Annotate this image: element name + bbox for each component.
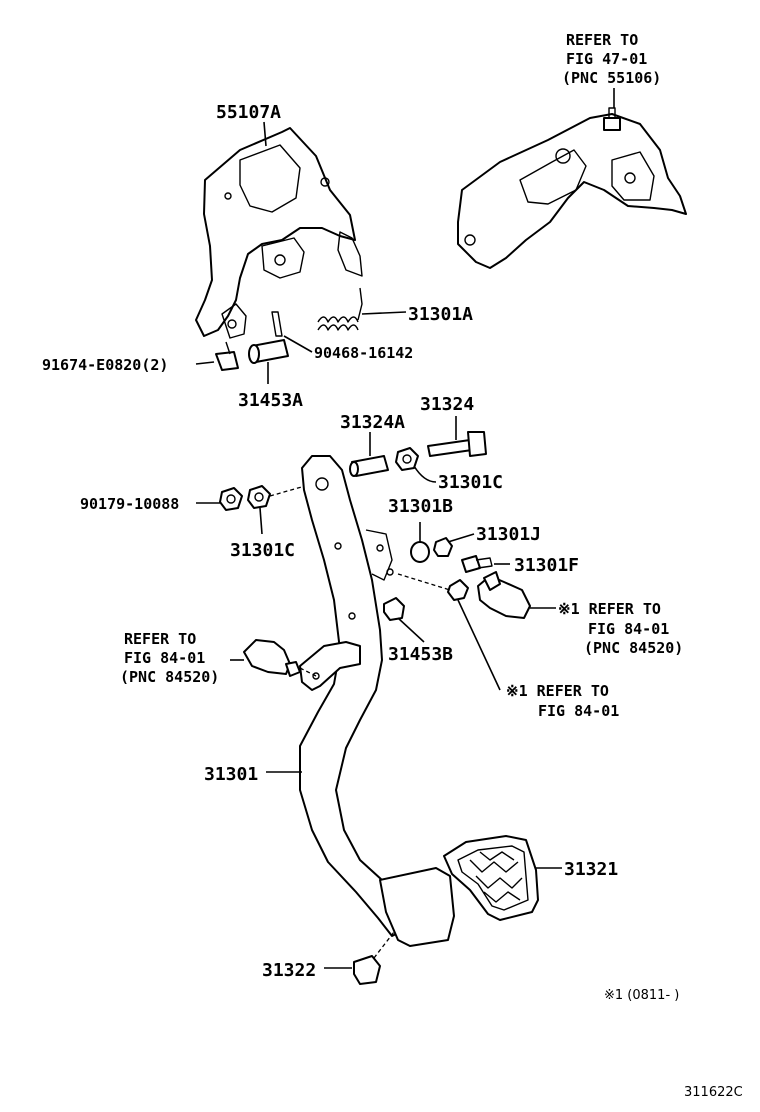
label-31301B: 31301B [388,496,453,517]
label-refer-top-line1: REFER TO [566,31,638,49]
label-refer-l-line1: REFER TO [124,630,196,648]
label-31324: 31324 [420,394,474,415]
label-55107A: 55107A [216,102,281,123]
label-refer-l-line3: (PNC 84520) [120,668,219,686]
label-refer-r2-line2: FIG 84-01 [538,702,619,720]
label-31301A: 31301A [408,304,473,325]
pedal-bracket-55107A [195,127,363,339]
label-refer-r1-line2: FIG 84-01 [588,620,669,638]
label-refer-r1-line1: ※1 REFER TO [558,600,661,618]
label-refer-r2-line1: ※1 REFER TO [506,682,609,700]
label-31301C-top: 31301C [438,472,503,493]
footnote: ※1 (0811- ) [604,988,679,1003]
label-90468: 90468-16142 [314,344,413,362]
bolt-91674 [195,341,239,371]
bushing-31453B [383,597,425,643]
label-31301J: 31301J [476,524,541,545]
label-31453B: 31453B [388,644,453,665]
label-refer-top-line3: (PNC 55106) [562,69,661,87]
label-31301C-left: 31301C [230,540,295,561]
figure-code: 311622C [684,1085,743,1100]
leader-55107A [263,121,267,147]
pedal-arm-31301 [266,455,455,947]
pedal-support-55106 [457,107,687,269]
label-91674: 91674-E0820(2) [42,356,168,374]
stop-lamp-switch-left [230,639,317,677]
collar-31324A [349,455,389,477]
pin-31453A [248,339,289,384]
nut-31301C-left [247,485,271,535]
label-refer-l-line2: FIG 84-01 [124,649,205,667]
label-31321: 31321 [564,859,618,880]
label-31322: 31322 [262,960,316,981]
nut-31301J [433,533,475,557]
return-spring-31301A [317,287,407,331]
label-refer-r1-line3: (PNC 84520) [584,639,683,657]
nut-90179 [196,487,243,511]
label-90179: 90179-10088 [80,495,179,513]
cushion-31301B [410,522,430,563]
clip-90468-16142 [271,311,313,353]
label-31301F: 31301F [514,555,579,576]
label-31453A: 31453A [238,390,303,411]
label-31324A: 31324A [340,412,405,433]
label-refer-top-line2: FIG 47-01 [566,50,647,68]
pedal-pad-31321 [443,835,562,921]
bolt-31324 [427,431,487,457]
label-31301: 31301 [204,764,258,785]
bolt-31301F [461,555,510,573]
nut-31301C-top [395,447,437,483]
stopper-31322 [324,931,395,985]
stop-lamp-switch-right [397,571,556,691]
